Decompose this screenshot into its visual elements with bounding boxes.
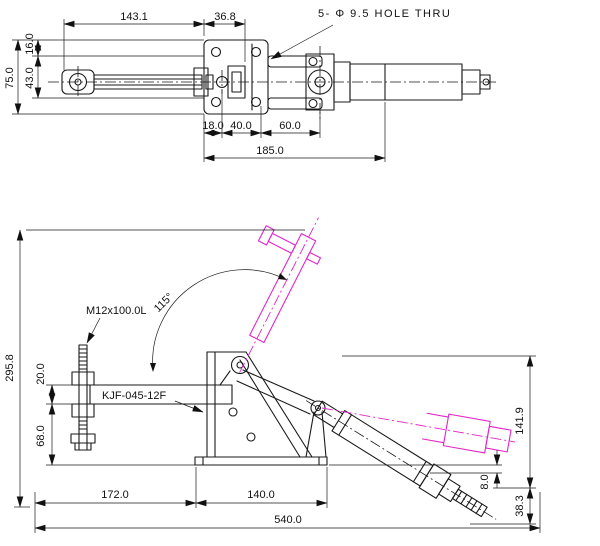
side-view-linkage	[236, 369, 326, 416]
side-view-labels: M12x100.0L KJF-045-12F	[86, 305, 204, 413]
dim-18-0: 18.0	[202, 120, 223, 132]
side-view-dimensions: 295.8 20.0 68.0 141.9 8.0 38.3 172.0 140…	[4, 229, 541, 533]
top-view-dimensions: 143.1 36.8 5- Φ 9.5 HOLE THRU 75.0 16.0 …	[4, 8, 451, 162]
strap-hole	[308, 56, 318, 67]
dim-40-0: 40.0	[230, 120, 251, 132]
dim-185-0: 185.0	[256, 145, 284, 157]
dim-36-8: 36.8	[214, 11, 235, 23]
body-hole	[228, 407, 238, 417]
angle-label: 115°	[152, 291, 176, 315]
model-label: KJF-045-12F	[102, 390, 166, 402]
dim-20-0: 20.0	[35, 363, 47, 384]
dim-60-0: 60.0	[279, 120, 300, 132]
arm-pivot	[230, 355, 250, 375]
dim-16-0: 16.0	[24, 33, 36, 54]
dim-540-0: 540.0	[274, 514, 302, 526]
model-leader	[174, 400, 204, 413]
side-view: 115° M12x100.0L KJF-045-12F	[4, 217, 541, 533]
dim-38-3: 38.3	[514, 495, 526, 516]
spindle-top-nut	[71, 371, 95, 386]
dim-68-0: 68.0	[35, 425, 47, 446]
top-view-cylinder	[333, 61, 491, 103]
dim-143-1: 143.1	[120, 11, 148, 23]
dim-8-0: 8.0	[479, 474, 491, 489]
link-pivot	[310, 400, 326, 416]
spindle-leader	[86, 317, 101, 344]
mount-hole	[250, 46, 262, 58]
side-view-body	[206, 351, 313, 458]
cylinder-port-circle	[482, 78, 490, 86]
top-view: 143.1 36.8 5- Φ 9.5 HOLE THRU 75.0 16.0 …	[4, 8, 498, 162]
dim-75-0: 75.0	[4, 67, 16, 88]
trunnion-circle	[307, 69, 333, 95]
spindle-bottom-nut	[71, 403, 95, 418]
hole-note: 5- Φ 9.5 HOLE THRU	[318, 8, 451, 20]
dim-140-0: 140.0	[247, 489, 275, 501]
mount-hole	[210, 46, 222, 58]
mount-hole	[250, 96, 262, 108]
phantom-cylinder-open-position	[321, 407, 516, 454]
arm-pivot-pin	[215, 75, 229, 89]
top-view-straps	[267, 55, 323, 110]
hole-note-leader	[270, 24, 334, 60]
top-view-handle-arm	[61, 67, 209, 97]
dim-141-9: 141.9	[514, 407, 526, 435]
side-view-cylinder	[305, 400, 497, 520]
dim-43-0: 43.0	[24, 67, 36, 88]
side-view-base	[194, 411, 328, 466]
phantom-arm-open-position	[239, 217, 322, 373]
strap-hole	[308, 98, 318, 109]
mount-hole	[210, 96, 222, 108]
spindle-head-circle	[68, 72, 88, 92]
spindle-label: M12x100.0L	[86, 305, 147, 317]
body-hole	[246, 432, 256, 442]
dim-295-8: 295.8	[4, 354, 16, 382]
side-view-spindle	[70, 344, 96, 451]
side-view-arm	[89, 355, 250, 405]
dim-172-0: 172.0	[101, 489, 129, 501]
top-view-mount-plate	[203, 39, 269, 115]
